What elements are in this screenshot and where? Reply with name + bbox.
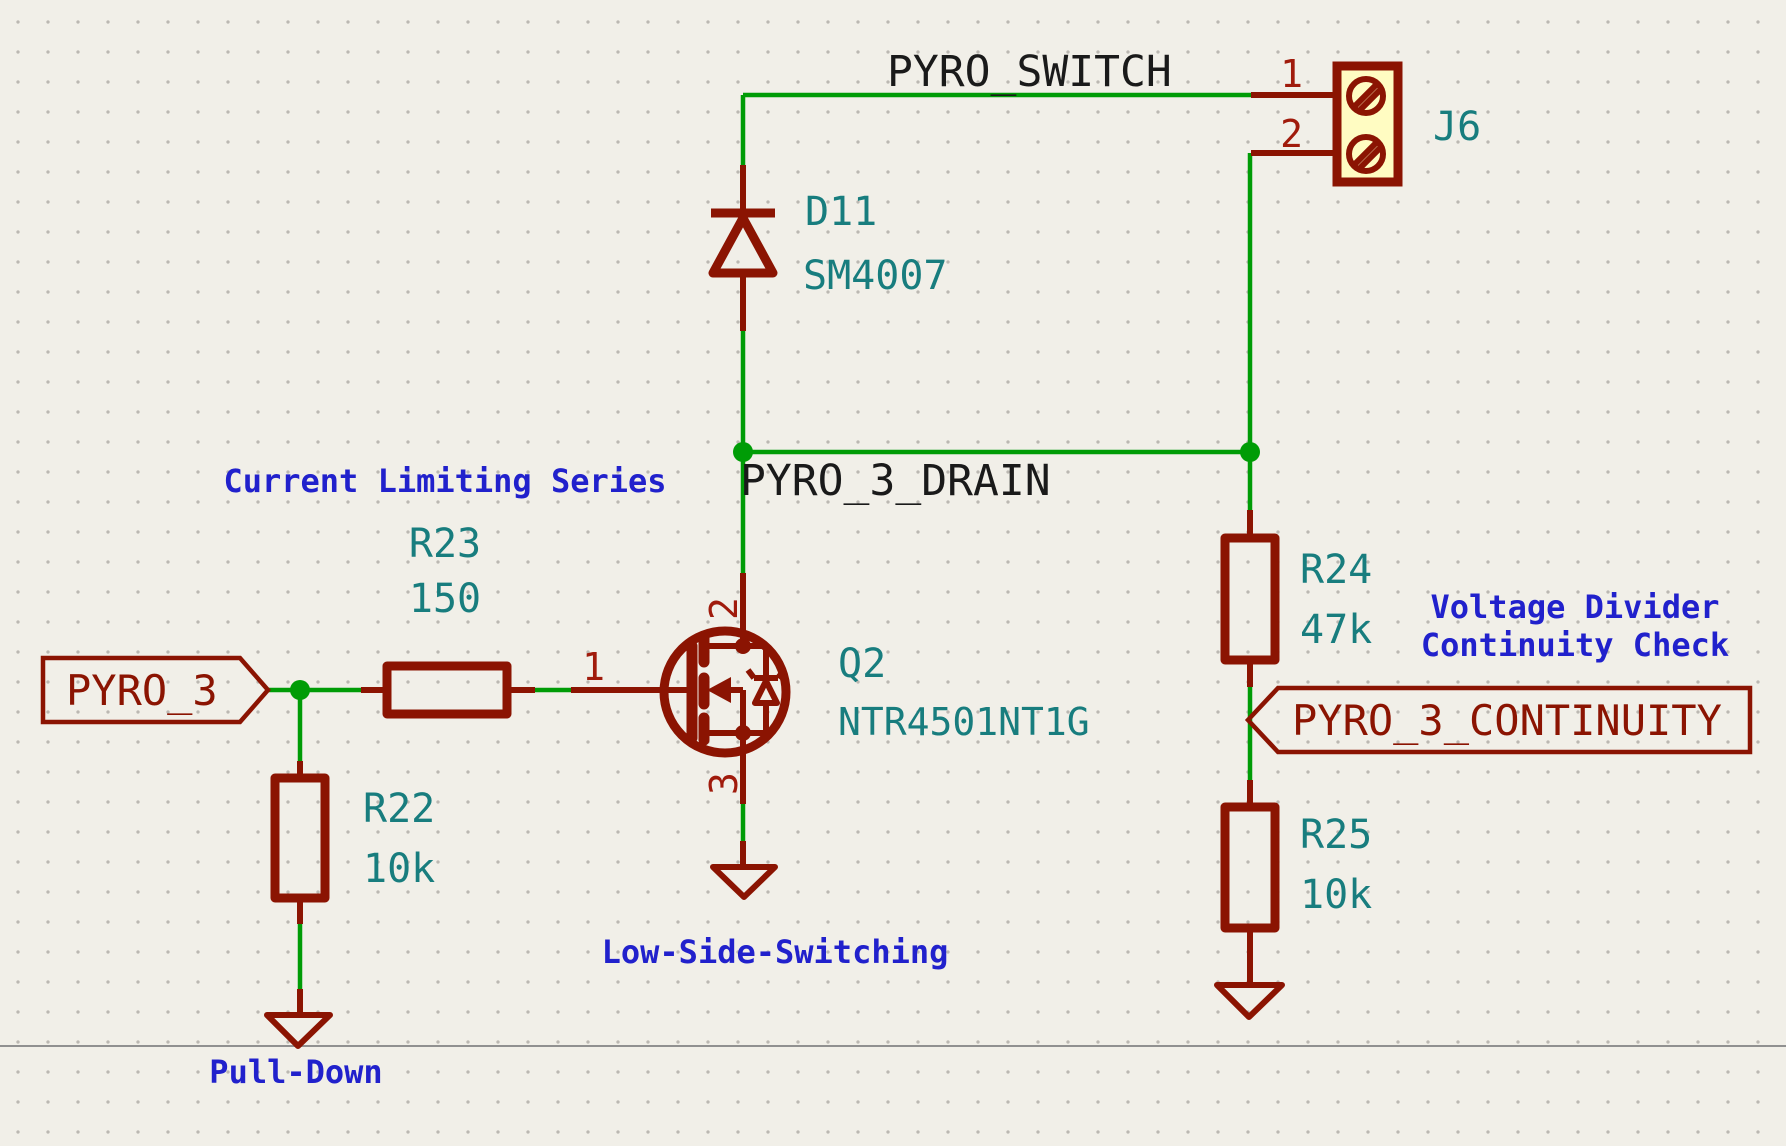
- pin-number: 3: [702, 772, 746, 795]
- comment-pull-down[interactable]: Pull-Down: [209, 1053, 382, 1091]
- diode-d11[interactable]: D11 SM4007: [708, 165, 948, 331]
- resistor-body: [270, 773, 330, 903]
- component-value[interactable]: 10k: [363, 846, 435, 892]
- label-text: PYRO_3: [66, 666, 218, 715]
- resistor-body: [1220, 802, 1280, 933]
- label-outline: [40, 655, 271, 725]
- net-label-pyro-3-drain[interactable]: PYRO_3_DRAIN: [740, 456, 1051, 506]
- comment-current-limiting[interactable]: Current Limiting Series: [223, 462, 666, 500]
- pin-number: 2: [702, 597, 746, 620]
- screw-terminal-icon: [1346, 76, 1386, 116]
- ground-symbol[interactable]: [1214, 982, 1285, 1020]
- resistor-body: [382, 661, 512, 719]
- resistor-r24[interactable]: R24 47k: [1220, 510, 1372, 687]
- resistor-r22[interactable]: R22 10k: [270, 761, 435, 924]
- comment-voltage-divider-line1[interactable]: Voltage Divider: [1431, 588, 1720, 626]
- junction-dot: [1240, 442, 1260, 462]
- component-value[interactable]: NTR4501NT1G: [838, 700, 1090, 744]
- label-text: PYRO_3_CONTINUITY: [1292, 696, 1722, 745]
- component-reference[interactable]: R22: [363, 786, 435, 832]
- ground-symbol[interactable]: [264, 989, 333, 1049]
- wire-net-pyro-switch[interactable]: [740, 92, 1251, 165]
- internal-dot: [735, 638, 751, 654]
- ground-symbol[interactable]: [710, 841, 778, 900]
- resistor-r23[interactable]: R23 150: [361, 521, 535, 719]
- component-value[interactable]: 150: [409, 576, 481, 622]
- wire-net-pyro-3[interactable]: [268, 687, 571, 761]
- junction-dot: [733, 442, 753, 462]
- hierarchical-label-pyro-3-continuity[interactable]: PYRO_3_CONTINUITY: [1244, 685, 1753, 755]
- component-reference[interactable]: D11: [805, 189, 877, 235]
- diode-triangle: [708, 213, 778, 278]
- resistor-r25[interactable]: R25 10k: [1220, 780, 1372, 984]
- screw-terminal-icon: [1346, 134, 1386, 174]
- pin-number: 1: [1280, 52, 1303, 96]
- component-reference[interactable]: Q2: [838, 641, 886, 687]
- body-diode: [745, 646, 787, 733]
- net-label-pyro-switch[interactable]: PYRO_SWITCH: [887, 47, 1172, 97]
- hierarchical-label-pyro-3[interactable]: PYRO_3: [40, 655, 271, 725]
- wire-net-gnd[interactable]: [297, 804, 746, 989]
- comment-low-side-switching[interactable]: Low-Side-Switching: [602, 933, 949, 971]
- component-reference[interactable]: R25: [1300, 812, 1372, 858]
- component-reference[interactable]: R23: [409, 521, 481, 567]
- mosfet-q2[interactable]: 1 2 3 Q2 NTR4501NT1G: [571, 573, 1090, 804]
- label-outline: [1244, 685, 1753, 755]
- pin-number: 2: [1280, 112, 1303, 156]
- mosfet-circle: [659, 626, 791, 758]
- component-reference[interactable]: R24: [1300, 547, 1372, 593]
- component-value[interactable]: 47k: [1300, 607, 1372, 653]
- component-reference[interactable]: J6: [1433, 104, 1481, 150]
- mosfet-arrow: [707, 677, 731, 703]
- component-value[interactable]: SM4007: [803, 253, 948, 299]
- comment-voltage-divider-line2[interactable]: Continuity Check: [1421, 626, 1729, 664]
- junction-dot: [290, 680, 310, 700]
- connector-j6[interactable]: 1 2 J6: [1251, 52, 1481, 187]
- component-value[interactable]: 10k: [1300, 872, 1372, 918]
- resistor-body: [1220, 533, 1280, 665]
- pin-number: 1: [582, 645, 605, 689]
